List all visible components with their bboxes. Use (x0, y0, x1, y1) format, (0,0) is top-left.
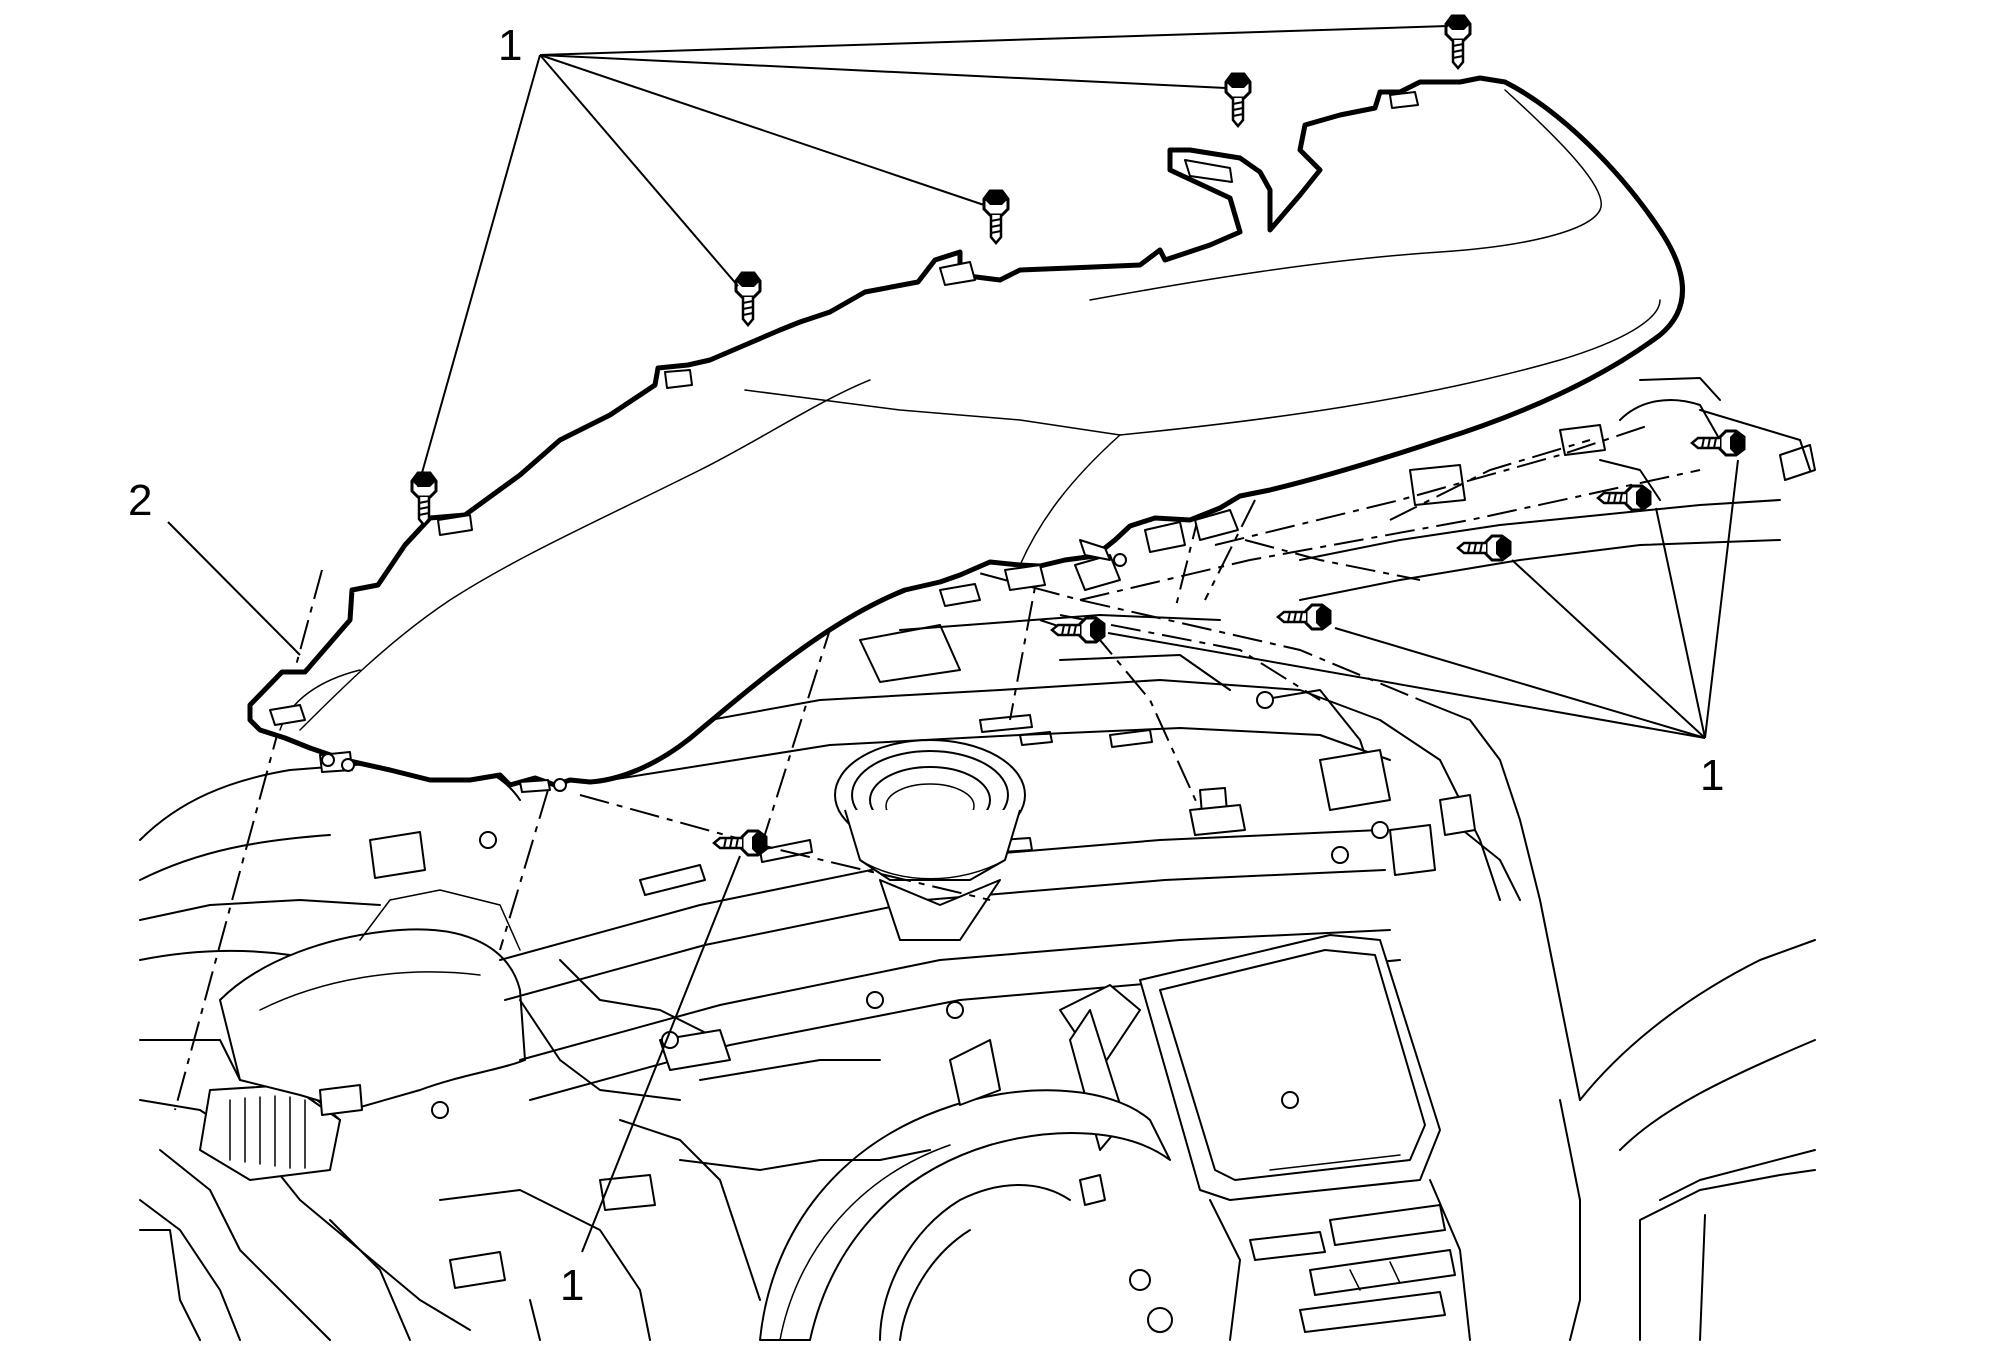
speaker (834, 739, 1026, 941)
callout-1-bottom: 1 (560, 1261, 584, 1310)
fastener-right-3 (1456, 534, 1512, 562)
instrument-panel-structure (139, 377, 1816, 1341)
callouts: 1 2 1 1 (128, 21, 1724, 1310)
fastener-right-5 (1050, 616, 1106, 644)
leader-lines (167, 25, 1739, 1253)
callout-1-right: 1 (1700, 751, 1724, 800)
callout-2: 2 (128, 476, 152, 525)
fastener-top-1 (1444, 14, 1472, 70)
callout-1-top: 1 (498, 21, 522, 70)
fastener-top-3 (982, 189, 1010, 245)
module-fins (229, 1095, 306, 1169)
fastener-top-4 (734, 271, 762, 327)
fastener-top-2 (1224, 72, 1252, 128)
fastener-right-4 (1276, 603, 1332, 631)
center-stack (1139, 934, 1471, 1341)
steering-wheel (759, 984, 1173, 1341)
trim-panel (247, 75, 1685, 793)
